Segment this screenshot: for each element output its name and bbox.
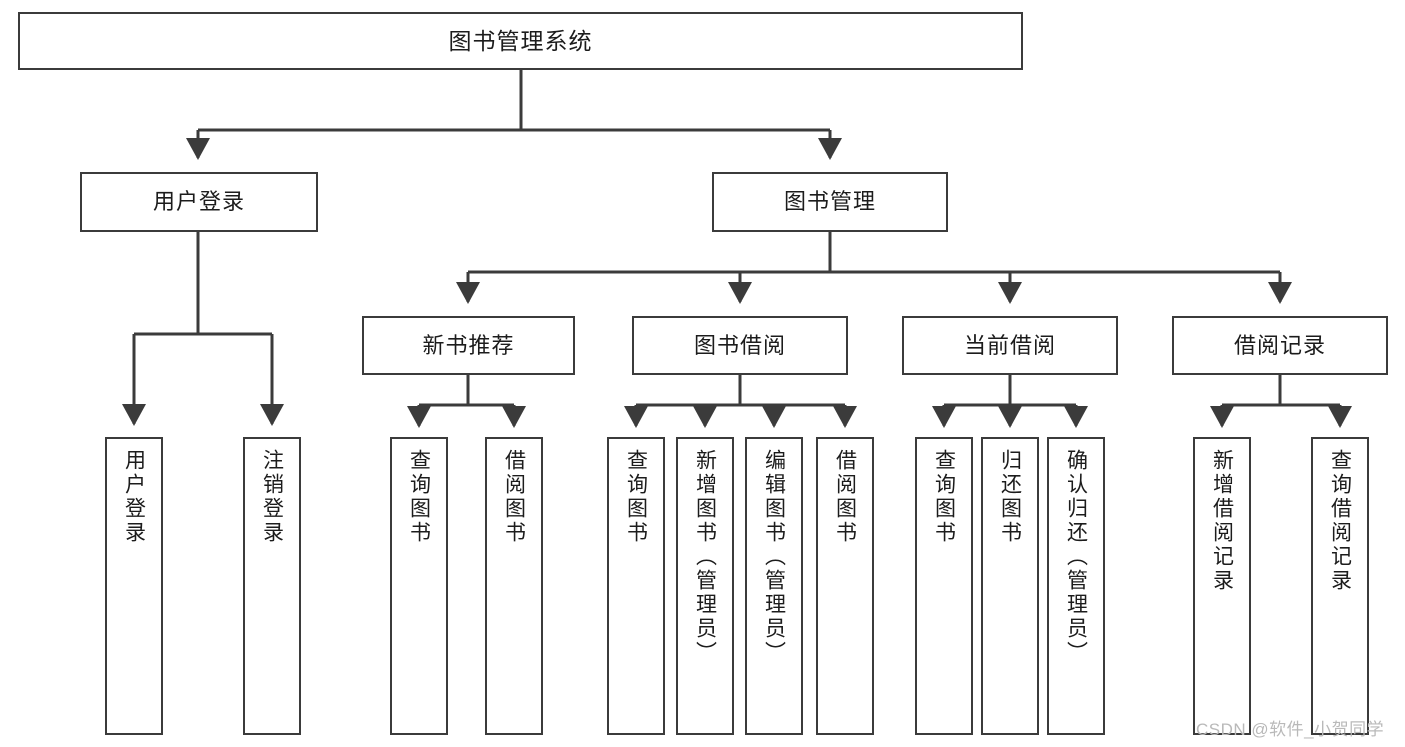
leaf-current-borrow-return[interactable]: 归还图书 (981, 437, 1039, 735)
node-label: 查询图书 (624, 449, 648, 545)
node-current-borrow[interactable]: 当前借阅 (902, 316, 1118, 375)
node-label: 用户登录 (152, 189, 245, 215)
node-label: 图书借阅 (693, 332, 786, 358)
node-label: 用户登录 (122, 449, 146, 545)
node-user-login[interactable]: 用户登录 (80, 172, 318, 232)
node-label: 新增借阅记录 (1210, 449, 1234, 593)
node-new-book-recommend[interactable]: 新书推荐 (362, 316, 575, 375)
node-label: 借阅图书 (833, 449, 857, 545)
leaf-current-borrow-confirm[interactable]: 确认归还（管理员） (1047, 437, 1105, 735)
leaf-book-borrow-edit[interactable]: 编辑图书（管理员） (745, 437, 803, 735)
node-label: 编辑图书（管理员） (762, 449, 786, 665)
leaf-book-borrow-query[interactable]: 查询图书 (607, 437, 665, 735)
node-label: 查询借阅记录 (1328, 449, 1352, 593)
leaf-current-borrow-query[interactable]: 查询图书 (915, 437, 973, 735)
leaf-new-book-borrow[interactable]: 借阅图书 (485, 437, 543, 735)
leaf-user-login-login[interactable]: 用户登录 (105, 437, 163, 735)
node-label: 借阅图书 (502, 449, 526, 545)
leaf-user-login-logout[interactable]: 注销登录 (243, 437, 301, 735)
leaf-new-book-query[interactable]: 查询图书 (390, 437, 448, 735)
leaf-borrow-record-add[interactable]: 新增借阅记录 (1193, 437, 1251, 735)
node-label: 新书推荐 (422, 332, 515, 358)
node-book-management[interactable]: 图书管理 (712, 172, 948, 232)
node-label: 新增图书（管理员） (693, 449, 717, 665)
node-borrow-record[interactable]: 借阅记录 (1172, 316, 1388, 375)
node-label: 图书管理 (783, 189, 876, 215)
leaf-borrow-record-query[interactable]: 查询借阅记录 (1311, 437, 1369, 735)
node-label: 当前借阅 (963, 332, 1056, 358)
node-label: 查询图书 (407, 449, 431, 545)
node-label: 注销登录 (260, 449, 284, 545)
node-label: 图书管理系统 (448, 27, 593, 54)
node-root-system[interactable]: 图书管理系统 (18, 12, 1023, 70)
node-label: 归还图书 (998, 449, 1022, 545)
watermark-text: CSDN @软件_小贺同学 (1196, 720, 1385, 739)
node-label: 确认归还（管理员） (1064, 449, 1088, 665)
node-label: 借阅记录 (1233, 332, 1326, 358)
leaf-book-borrow-add[interactable]: 新增图书（管理员） (676, 437, 734, 735)
node-book-borrow[interactable]: 图书借阅 (632, 316, 848, 375)
leaf-book-borrow-borrow[interactable]: 借阅图书 (816, 437, 874, 735)
node-label: 查询图书 (932, 449, 956, 545)
